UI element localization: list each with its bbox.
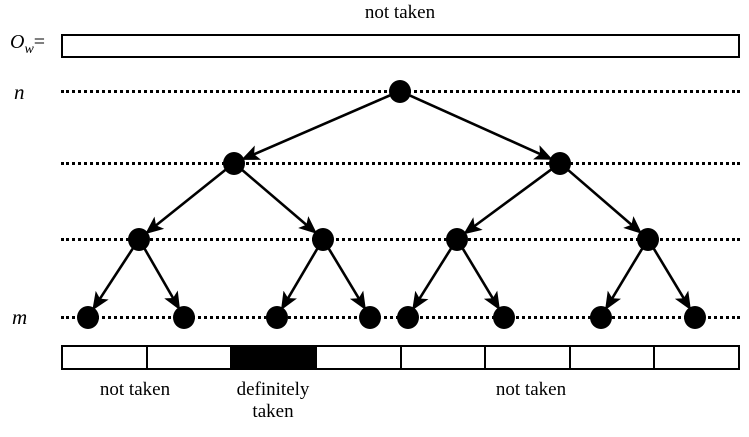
bottom-caption-left: not taken bbox=[99, 379, 171, 400]
tree-node bbox=[77, 305, 99, 329]
tree-edge bbox=[280, 247, 319, 311]
segment-cell bbox=[655, 347, 738, 368]
tree-node bbox=[359, 305, 381, 329]
bottom-caption-middle-line1: definitely bbox=[236, 379, 310, 400]
tree-edge bbox=[652, 247, 691, 311]
tree-node bbox=[389, 79, 411, 103]
level-line-3 bbox=[61, 238, 740, 241]
tree-node bbox=[397, 305, 419, 329]
segment-cell bbox=[232, 347, 317, 368]
segment-cell bbox=[401, 347, 487, 368]
ow-label: Ow= bbox=[10, 31, 45, 58]
tree-edge bbox=[461, 247, 500, 311]
level-label-m: m bbox=[12, 305, 28, 329]
tree-node bbox=[312, 227, 334, 251]
tree-edge bbox=[143, 247, 181, 311]
segment-cell bbox=[486, 347, 571, 368]
ow-equals: = bbox=[33, 31, 46, 53]
segment-bar bbox=[61, 345, 740, 370]
top-caption-not-taken: not taken bbox=[364, 2, 436, 23]
tree-node bbox=[223, 151, 245, 175]
tree-edge bbox=[327, 247, 366, 311]
ow-bar-cell bbox=[63, 36, 738, 56]
ow-bar bbox=[61, 34, 740, 58]
tree-edge bbox=[567, 169, 643, 234]
bottom-caption-middle-line2: taken bbox=[252, 401, 294, 422]
tree-edge bbox=[92, 247, 135, 311]
segment-cell bbox=[316, 347, 402, 368]
tree-edge bbox=[463, 168, 552, 235]
tree-node bbox=[173, 305, 195, 329]
tree-node bbox=[446, 227, 468, 251]
tree-node bbox=[684, 305, 706, 329]
level-line-2 bbox=[61, 162, 740, 165]
tree-edge bbox=[241, 94, 391, 160]
tree-edge bbox=[412, 247, 453, 311]
tree-node bbox=[493, 305, 515, 329]
tree-node bbox=[637, 227, 659, 251]
tree-edge bbox=[605, 247, 644, 311]
tree-node bbox=[128, 227, 150, 251]
tree-edge bbox=[145, 168, 227, 235]
tree-node bbox=[590, 305, 612, 329]
bottom-caption-right: not taken bbox=[495, 379, 567, 400]
tree-node bbox=[549, 151, 571, 175]
tree-node bbox=[266, 305, 288, 329]
level-label-n: n bbox=[14, 80, 25, 104]
segment-cell bbox=[570, 347, 656, 368]
segment-cell bbox=[63, 347, 148, 368]
segment-cell bbox=[147, 347, 233, 368]
ow-subscript: w bbox=[24, 42, 34, 57]
tree-edge bbox=[409, 94, 553, 160]
ow-symbol: O bbox=[10, 31, 25, 53]
tree-edge bbox=[241, 169, 318, 234]
